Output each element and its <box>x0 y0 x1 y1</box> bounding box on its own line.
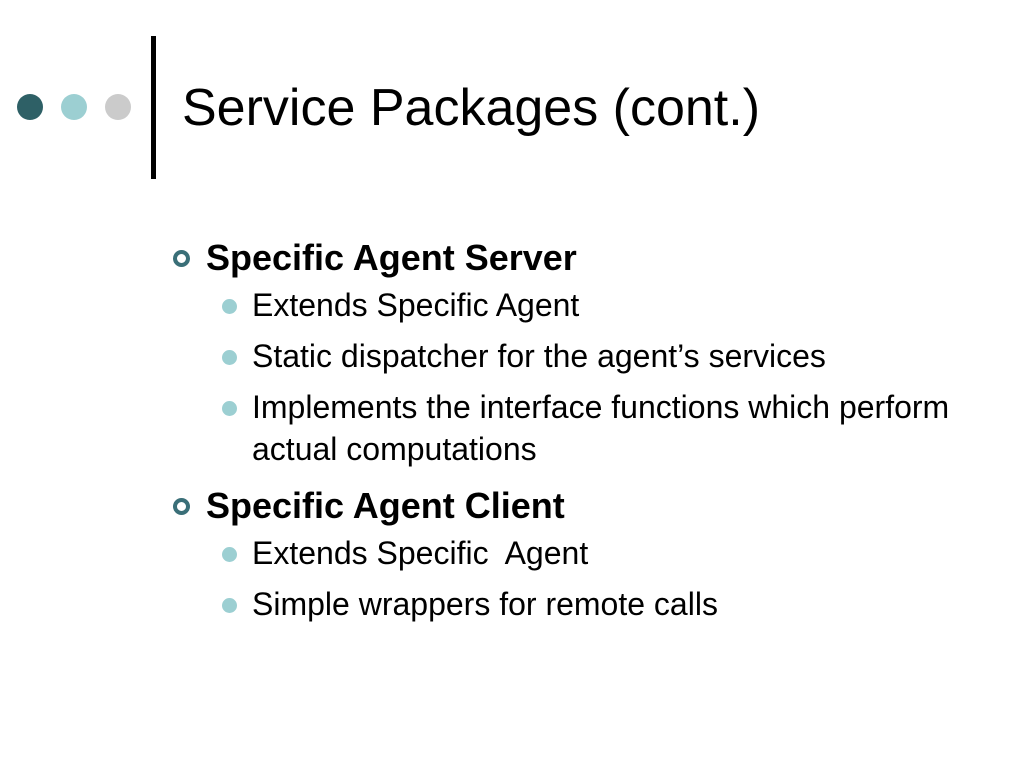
dot-bullet-icon <box>222 299 237 314</box>
list-item-text: Implements the interface functions which… <box>252 389 950 467</box>
slide-title: Service Packages (cont.) <box>182 79 761 137</box>
sub-list: Extends Specific Agent Simple wrappers f… <box>206 532 1010 625</box>
dot-bullet-icon <box>222 350 237 365</box>
list-item: Extends Specific Agent <box>206 532 1010 574</box>
dot-bullet-icon <box>222 598 237 613</box>
list-item: Static dispatcher for the agent’s servic… <box>206 335 1010 377</box>
light-teal-dot-icon <box>61 94 87 120</box>
dot-bullet-icon <box>222 547 237 562</box>
slide-body: Specific Agent Server Extends Specific A… <box>170 232 1010 635</box>
list-item-text: Extends Specific Agent <box>252 287 580 323</box>
list-item-text: Simple wrappers for remote calls <box>252 586 718 622</box>
ring-bullet-icon <box>173 498 190 515</box>
ring-bullet-icon <box>173 250 190 267</box>
gray-dot-icon <box>105 94 131 120</box>
section-heading: Specific Agent Server <box>206 237 577 278</box>
section-heading: Specific Agent Client <box>206 485 565 526</box>
list-item: Implements the interface functions which… <box>206 386 1010 470</box>
dot-bullet-icon <box>222 401 237 416</box>
section-client: Specific Agent Client Extends Specific A… <box>170 480 1010 625</box>
sub-list: Extends Specific Agent Static dispatcher… <box>206 284 1010 470</box>
section-server: Specific Agent Server Extends Specific A… <box>170 232 1010 470</box>
list-item: Simple wrappers for remote calls <box>206 583 1010 625</box>
dark-teal-dot-icon <box>17 94 43 120</box>
title-divider <box>151 36 156 179</box>
list-item-text: Extends Specific Agent <box>252 535 589 571</box>
list-item: Extends Specific Agent <box>206 284 1010 326</box>
list-item-text: Static dispatcher for the agent’s servic… <box>252 338 826 374</box>
